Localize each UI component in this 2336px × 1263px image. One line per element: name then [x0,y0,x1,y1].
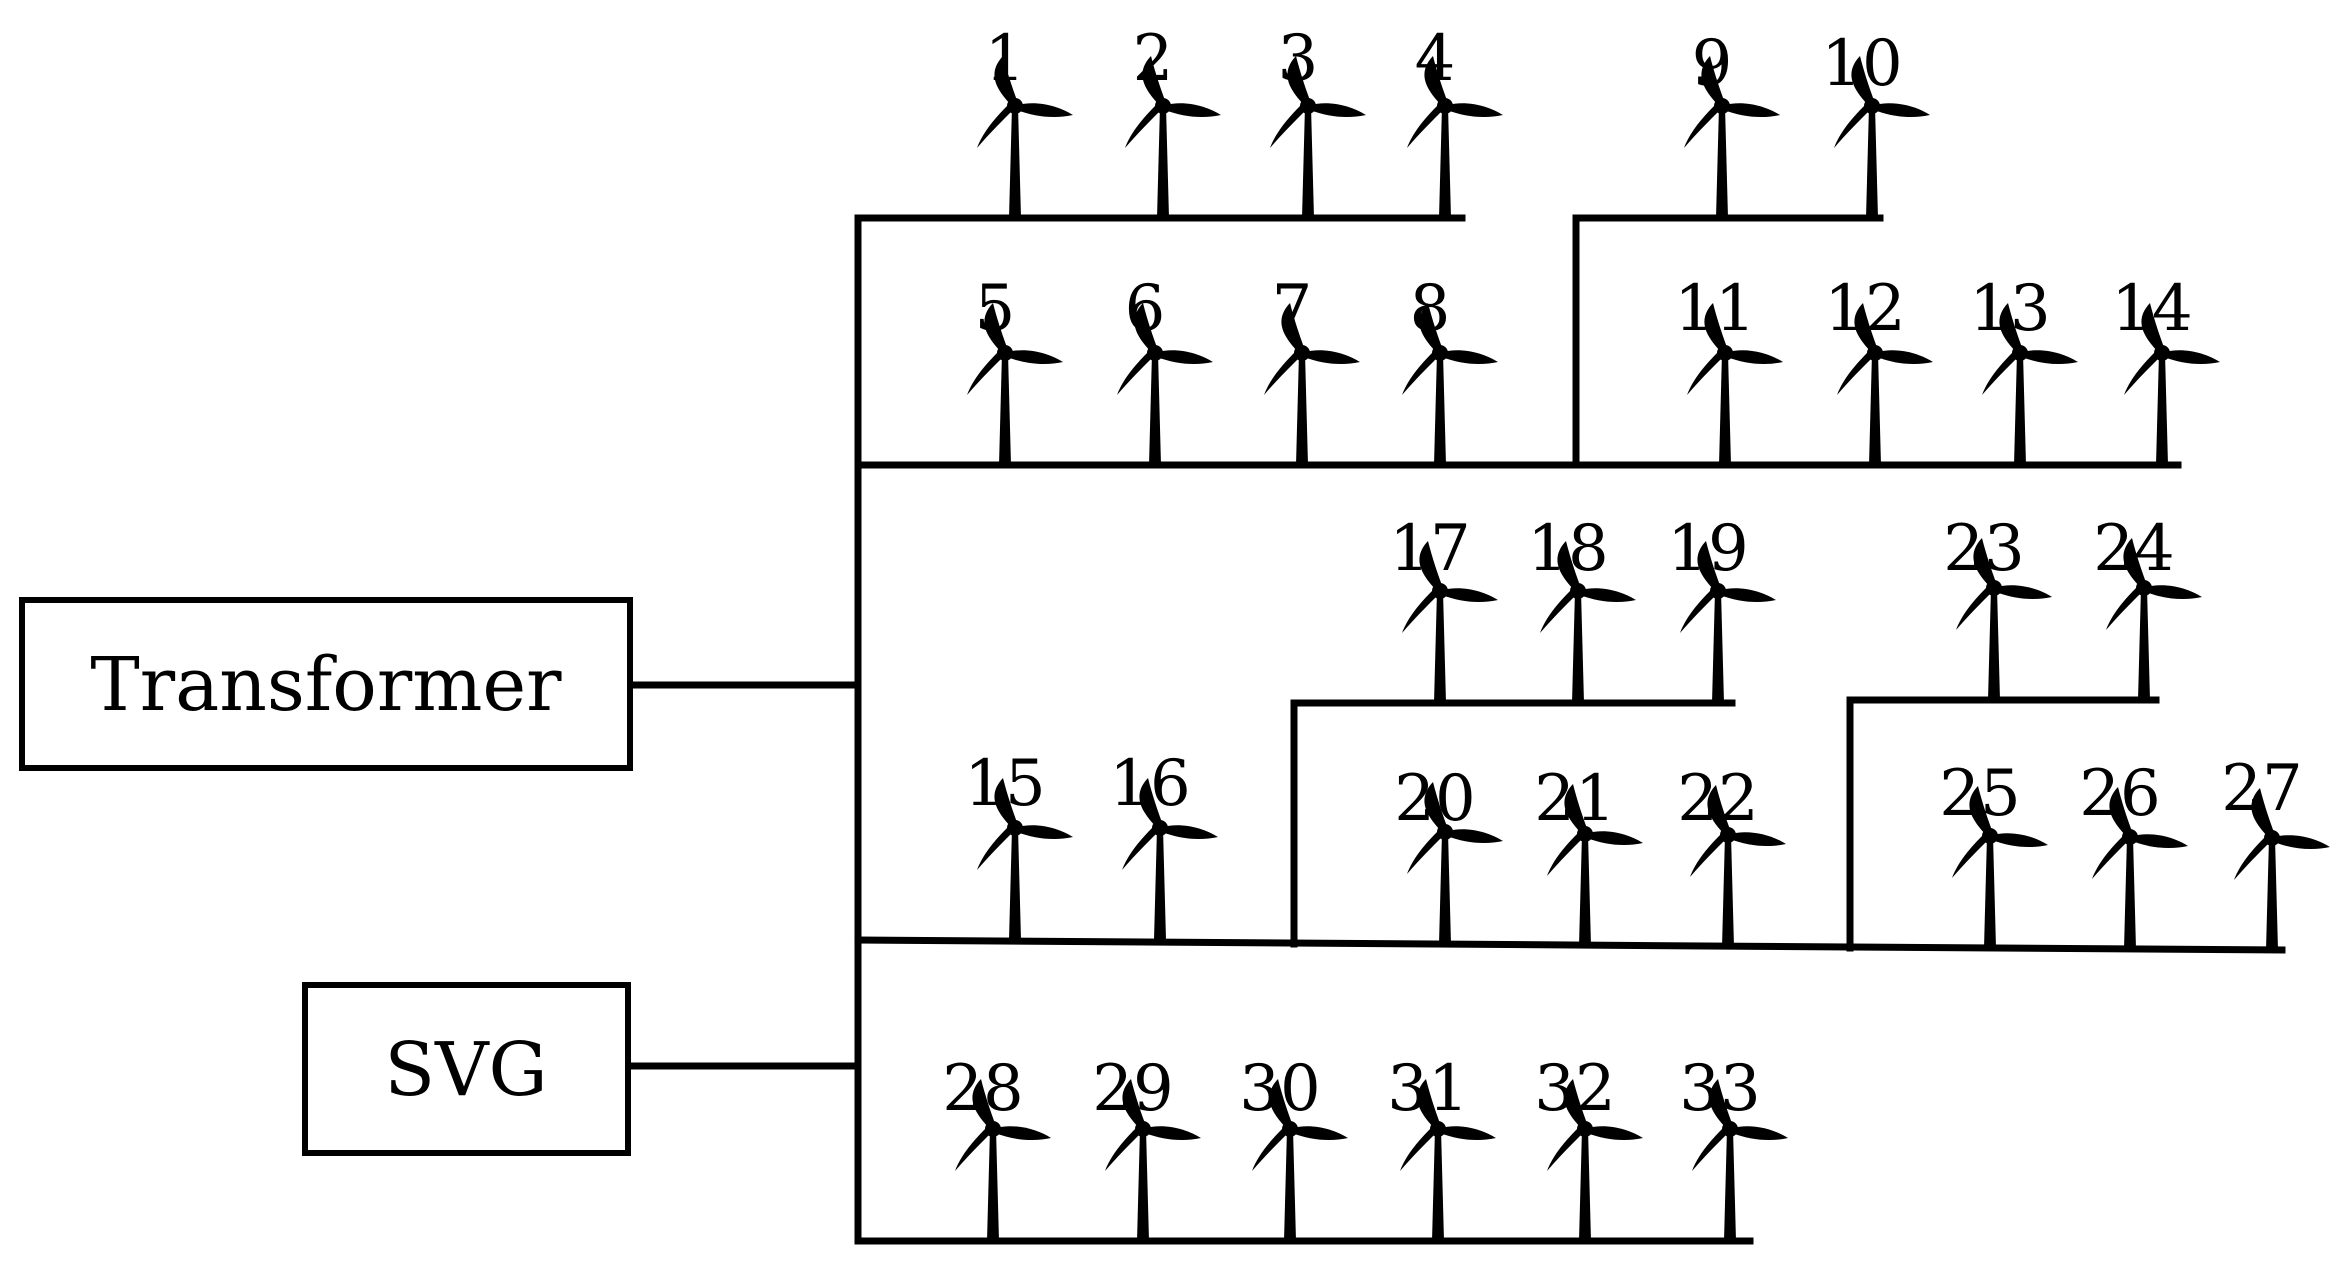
wind-turbine-10: 10 [1821,27,1930,218]
turbine-label: 29 [1092,1052,1173,1126]
wind-turbine-30: 30 [1239,1052,1348,1241]
wind-turbine-21: 21 [1534,762,1643,946]
turbine-label: 3 [1278,22,1319,96]
turbine-label: 7 [1272,272,1313,346]
wind-turbine-3: 3 [1270,22,1366,218]
wind-turbine-29: 29 [1092,1052,1201,1241]
turbine-label: 33 [1679,1052,1760,1126]
wind-turbine-27: 27 [2221,752,2330,950]
wind-turbine-5: 5 [967,272,1063,465]
wind-turbine-32: 32 [1534,1052,1643,1241]
wind-turbine-13: 13 [1969,272,2078,465]
wind-turbine-1: 1 [977,22,1073,218]
turbine-label: 20 [1394,762,1475,836]
turbine-label: 19 [1667,512,1748,586]
wind-turbine-2: 2 [1125,22,1221,218]
turbine-label: 23 [1943,512,2024,586]
wind-turbine-12: 12 [1824,272,1933,465]
turbine-label: 13 [1969,272,2050,346]
turbine-label: 18 [1527,512,1608,586]
wind-turbine-14: 14 [2111,272,2220,465]
turbine-label: 15 [964,747,1045,821]
wiring [624,214,2286,1245]
turbine-label: 4 [1415,22,1456,96]
wind-turbine-17: 17 [1389,512,1498,703]
wind-turbine-6: 6 [1117,272,1213,465]
turbine-label: 26 [2079,757,2160,831]
svg-box: SVG [302,982,631,1156]
wind-turbine-23: 23 [1943,512,2052,700]
turbine-label: 16 [1109,747,1190,821]
turbine-label: 8 [1410,272,1451,346]
turbine-label: 14 [2111,272,2192,346]
turbine-label: 10 [1821,27,1902,101]
turbine-label: 27 [2221,752,2302,826]
svg-label: SVG [384,1027,547,1113]
wind-turbine-7: 7 [1264,272,1360,465]
turbine-label: 11 [1674,272,1755,346]
feeder-row-4 [854,936,2286,954]
turbine-label: 31 [1387,1052,1468,1126]
turbine-label: 25 [1939,757,2020,831]
wind-turbine-33: 33 [1679,1052,1788,1241]
wind-turbine-20: 20 [1394,762,1503,944]
wind-turbine-15: 15 [964,747,1073,940]
turbine-label: 9 [1692,27,1733,101]
turbine-label: 30 [1239,1052,1320,1126]
wind-turbine-4: 4 [1407,22,1503,218]
wind-turbine-28: 28 [942,1052,1051,1241]
turbine-label: 32 [1534,1052,1615,1126]
wind-turbine-8: 8 [1402,272,1498,465]
turbine-label: 6 [1125,272,1166,346]
wind-turbine-24: 24 [2093,512,2202,700]
turbine-label: 22 [1677,762,1758,836]
turbine-label: 12 [1824,272,1905,346]
wind-turbine-9: 9 [1684,27,1780,218]
turbine-label: 5 [975,272,1016,346]
turbine-label: 28 [942,1052,1023,1126]
turbine-label: 24 [2093,512,2174,586]
wind-turbine-18: 18 [1527,512,1636,703]
wind-turbine-31: 31 [1387,1052,1496,1241]
turbine-label: 17 [1389,512,1470,586]
wind-turbine-25: 25 [1939,757,2048,948]
wind-turbine-16: 16 [1109,747,1218,940]
wind-turbine-11: 11 [1674,272,1783,465]
turbine-label: 21 [1534,762,1615,836]
turbine-label: 1 [985,22,1026,96]
transformer-box: Transformer [19,597,633,771]
wind-turbine-22: 22 [1677,762,1786,947]
transformer-label: Transformer [90,642,562,728]
turbine-label: 2 [1133,22,1174,96]
wind-turbine-19: 19 [1667,512,1776,703]
wind-turbine-26: 26 [2079,757,2188,949]
